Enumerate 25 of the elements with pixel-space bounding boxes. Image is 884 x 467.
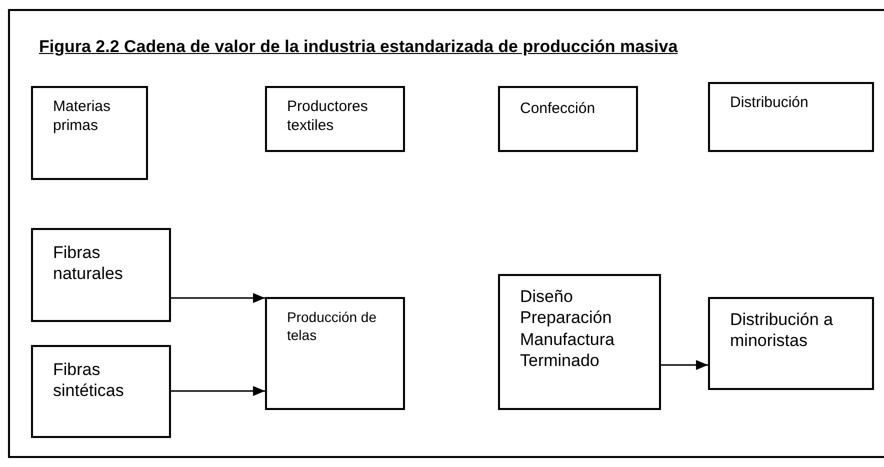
process-box: [498, 86, 638, 152]
arrow: [171, 293, 265, 303]
box-label: Producción de telas: [287, 309, 378, 344]
process-box: [498, 274, 661, 410]
arrow: [171, 386, 265, 396]
box-label: Diseño: [520, 286, 574, 308]
box-label: Distribución: [730, 94, 810, 113]
box-label: Fibras sintéticas: [53, 359, 125, 402]
process-box: [708, 82, 874, 152]
process-box: [708, 297, 874, 390]
process-box: [31, 86, 148, 180]
process-box: [265, 297, 405, 410]
process-box: [265, 86, 405, 152]
arrow: [661, 360, 708, 370]
box-label: Manufactura: [520, 328, 616, 350]
box-label: Preparación: [520, 307, 613, 328]
box-label: Distribución a minoristas: [730, 309, 834, 352]
box-label: Confección: [520, 100, 596, 119]
process-box: [31, 345, 171, 438]
process-box: [31, 228, 171, 322]
box-label: Materias primas: [53, 98, 112, 136]
box-label: Fibras naturales: [53, 242, 124, 284]
box-label: Productores textiles: [287, 98, 369, 136]
box-label: Terminado: [520, 350, 600, 371]
figure-title: Figura 2.2 Cadena de valor de la industria estandarizada de producción masiva: [39, 36, 678, 58]
